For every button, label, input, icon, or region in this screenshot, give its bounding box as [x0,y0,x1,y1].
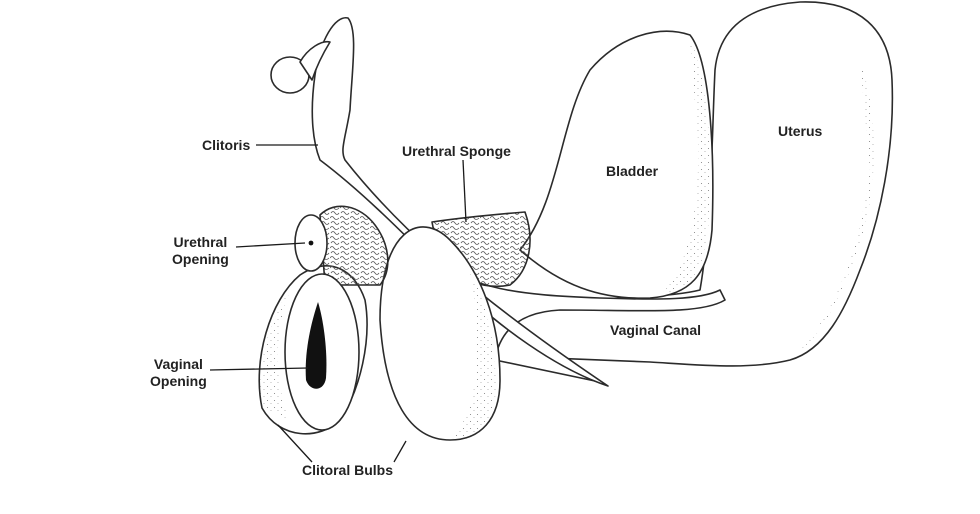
urethral-opening-leader [235,242,306,248]
label-clitoris: Clitoris [202,137,251,153]
vaginal-opening-shape [305,302,327,389]
label-urethral-opening: Urethral Opening [172,234,229,268]
label-bladder: Bladder [606,163,659,179]
label-uterus: Uterus [778,123,823,139]
clitoral-bulb-right-shape [379,226,501,441]
label-vaginal-canal: Vaginal Canal [610,322,702,338]
urethral-opening-dot [308,240,314,246]
bladder-shape [519,30,714,299]
label-urethral-opening-line2: Opening [172,251,229,267]
clitoris-body-shape [311,17,609,387]
label-vaginal-opening: Vaginal Opening [150,356,207,390]
vaginal-opening-leader [209,367,309,371]
label-vaginal-opening-line2: Opening [150,373,207,389]
clitoral-bulbs-leader-left [277,424,313,463]
uterus-shape [469,1,894,367]
urethral-tissue-shape [319,205,389,286]
clitoral-bulbs-leader-right [393,440,407,463]
label-clitoral-bulbs: Clitoral Bulbs [302,462,394,478]
label-urethral-sponge: Urethral Sponge [402,143,511,159]
label-vaginal-opening-line1: Vaginal [153,356,203,372]
urethral-sponge-leader [462,159,467,223]
label-urethral-opening-line1: Urethral [173,234,228,250]
